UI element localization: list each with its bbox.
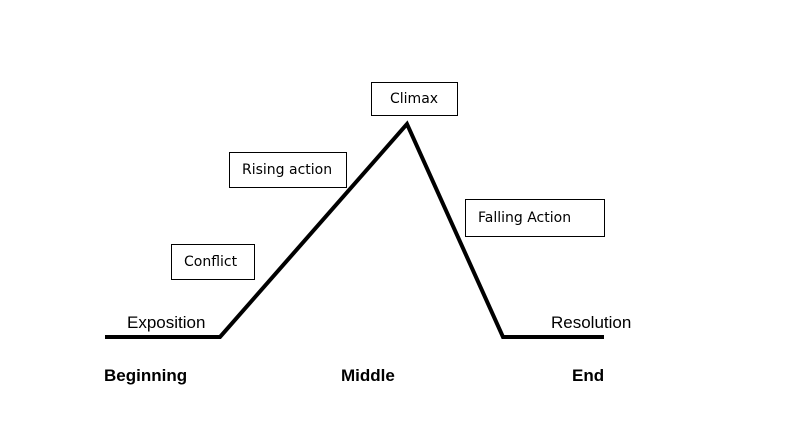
conflict-label: Conflict [184,254,238,270]
resolution-label: Resolution [551,313,632,332]
conflict-box: Conflict [171,244,255,280]
climax-label: Climax [390,91,439,107]
rising-action-box: Rising action [229,152,347,188]
rising-action-label: Rising action [242,162,333,178]
middle-label: Middle [341,366,395,385]
story-arc-line [105,120,604,339]
falling-action-label: Falling Action [478,210,572,226]
falling-action-box: Falling Action [465,199,605,237]
beginning-label: Beginning [104,366,188,385]
climax-box: Climax [371,82,458,116]
exposition-label: Exposition [127,313,206,332]
end-label: End [572,366,605,385]
